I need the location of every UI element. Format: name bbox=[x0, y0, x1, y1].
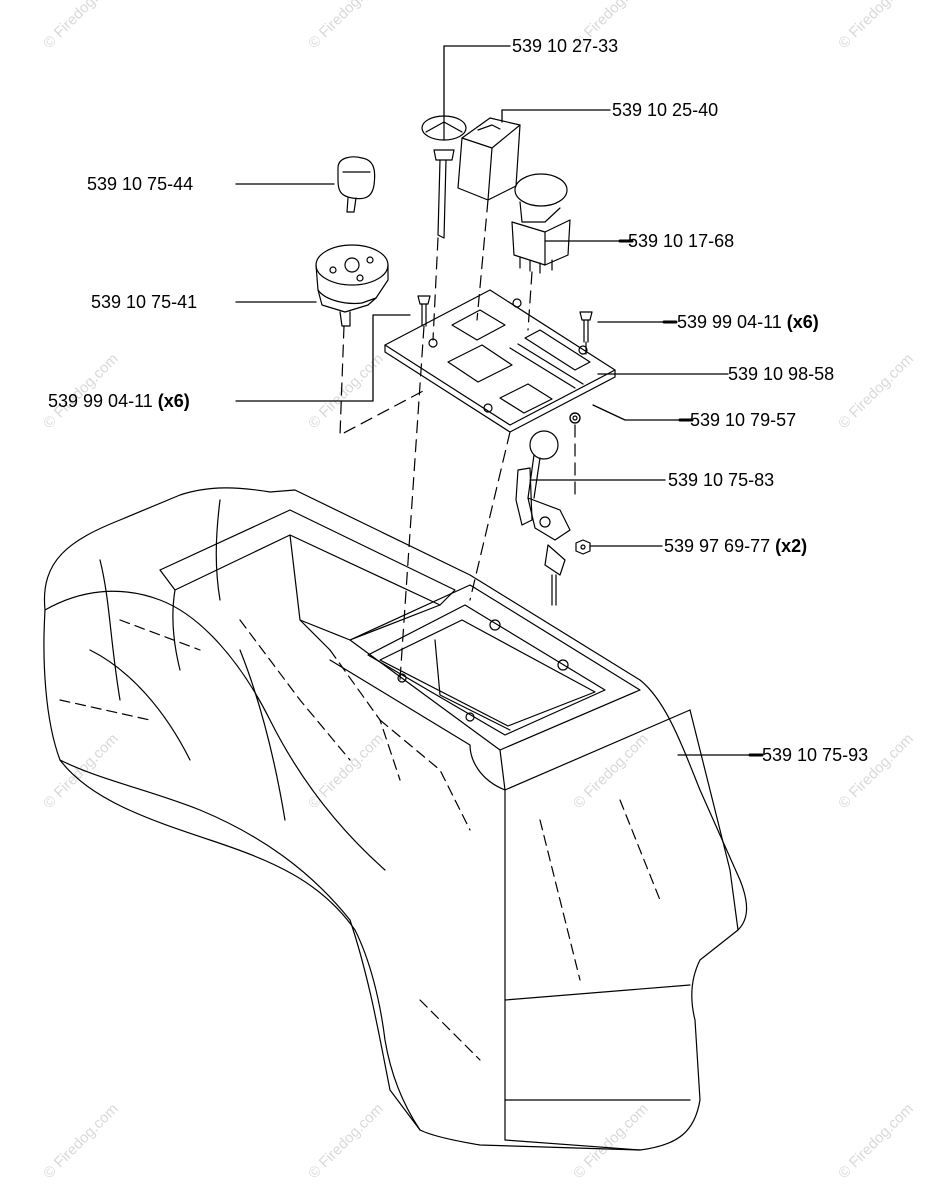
ignition-switch-drawing bbox=[315, 244, 389, 327]
part-number: 539 99 04-11 bbox=[48, 391, 153, 411]
part-label-nut: 539 97 69-77 (x2) bbox=[664, 536, 807, 556]
part-quantity: (x2) bbox=[775, 536, 808, 556]
part-number: 539 97 69-77 bbox=[664, 536, 771, 556]
part-number: 539 10 98-58 bbox=[728, 364, 835, 384]
part-label-key: 539 10 75-44 bbox=[87, 174, 193, 194]
pto-switch-drawing bbox=[511, 173, 571, 274]
part-label-washer: 539 10 79-57 bbox=[690, 410, 796, 430]
part-label-knob: 539 10 27-33 bbox=[512, 36, 618, 56]
part-label-ignition-switch: 539 10 75-41 bbox=[91, 292, 197, 312]
mount-plate-drawing bbox=[384, 289, 616, 433]
nut-drawing bbox=[575, 539, 591, 555]
leader-lines bbox=[235, 45, 759, 756]
part-number: 539 10 75-41 bbox=[91, 292, 198, 312]
part-label-throttle-lever: 539 10 75-83 bbox=[668, 470, 774, 490]
part-label-pto-switch: 539 10 17-68 bbox=[628, 231, 734, 251]
part-label-mount-plate: 539 10 98-58 bbox=[728, 364, 834, 384]
console-cover-drawing bbox=[43, 487, 748, 1151]
knob-drawing bbox=[421, 115, 467, 239]
throttle-lever-drawing bbox=[515, 430, 571, 606]
part-number: 539 10 79-57 bbox=[690, 410, 797, 430]
key-drawing bbox=[337, 156, 376, 213]
assembly-lines bbox=[339, 199, 587, 681]
part-number: 539 10 17-68 bbox=[628, 231, 735, 251]
module-drawing bbox=[457, 117, 521, 201]
part-label-screw-left: 539 99 04-11 (x6) bbox=[48, 391, 190, 411]
part-number: 539 10 25-40 bbox=[612, 100, 719, 120]
part-number: 539 10 75-83 bbox=[668, 470, 775, 490]
part-quantity: (x6) bbox=[786, 312, 819, 332]
part-number: 539 10 75-44 bbox=[87, 174, 194, 194]
screw-drawing bbox=[417, 295, 593, 343]
part-quantity: (x6) bbox=[157, 391, 190, 411]
part-number: 539 10 27-33 bbox=[512, 36, 619, 56]
part-number: 539 99 04-11 bbox=[677, 312, 782, 332]
part-label-console-cover: 539 10 75-93 bbox=[762, 745, 868, 765]
washer-drawing bbox=[569, 412, 581, 424]
part-label-screw-right: 539 99 04-11 (x6) bbox=[677, 312, 819, 332]
part-number: 539 10 75-93 bbox=[762, 745, 869, 765]
part-label-module: 539 10 25-40 bbox=[612, 100, 718, 120]
